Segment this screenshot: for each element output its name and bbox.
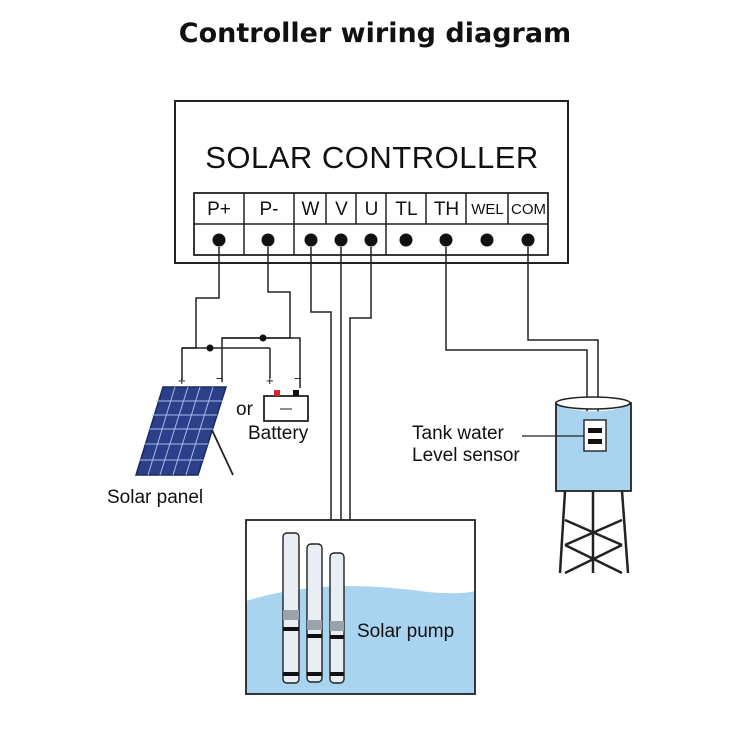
screw-v [334,233,348,247]
screw-u [364,233,378,247]
terminal-label-th: TH [433,199,460,220]
terminal-label-tl: TL [395,199,418,220]
terminal-label-u: U [364,199,379,220]
level-sensor-box [583,419,607,452]
screw-com [521,233,535,247]
screw-th [439,233,453,247]
tank-sensor-label-line2: Level sensor [412,445,520,466]
terminal-label-com: COM [511,201,546,218]
battery [263,390,309,422]
tank-sensor-label-line1: Tank water [412,423,504,444]
terminal-label-p-minus: P- [259,199,279,220]
screw-w [304,233,318,247]
water-tank [522,396,632,492]
terminal-label-wel: WEL [471,201,504,218]
terminal-screws [212,233,535,247]
solar-panel-label: Solar panel [107,487,204,508]
terminal-label-p-plus: P+ [207,199,231,220]
junction-dot [206,344,214,352]
battery-minus-sign: − [294,371,302,386]
tank-stand [558,490,630,575]
or-label: or [236,399,253,420]
screw-tl [399,233,413,247]
panel-plus-sign: + [178,373,186,388]
screw-p-plus [212,233,226,247]
well [245,519,476,695]
diagram-title: Controller wiring diagram [178,18,572,49]
terminal-dividers [243,193,509,255]
solar-pump-label: Solar pump [357,621,455,642]
sensor-wires [445,247,599,420]
controller-label: SOLAR CONTROLLER [205,140,539,175]
screw-wel [480,233,494,247]
power-wires [181,247,301,388]
screw-p-minus [261,233,275,247]
terminal-label-v: V [335,199,348,220]
terminal-label-w: W [301,199,320,220]
panel-minus-sign: − [216,371,224,386]
motor-wires [310,247,372,520]
pump-medium [306,543,323,683]
junction-dot [259,334,267,342]
pump-short [329,552,345,684]
battery-plus-sign: + [266,373,274,388]
solar-panel [134,386,234,476]
pump-tall [282,532,300,684]
battery-label: Battery [248,423,309,444]
